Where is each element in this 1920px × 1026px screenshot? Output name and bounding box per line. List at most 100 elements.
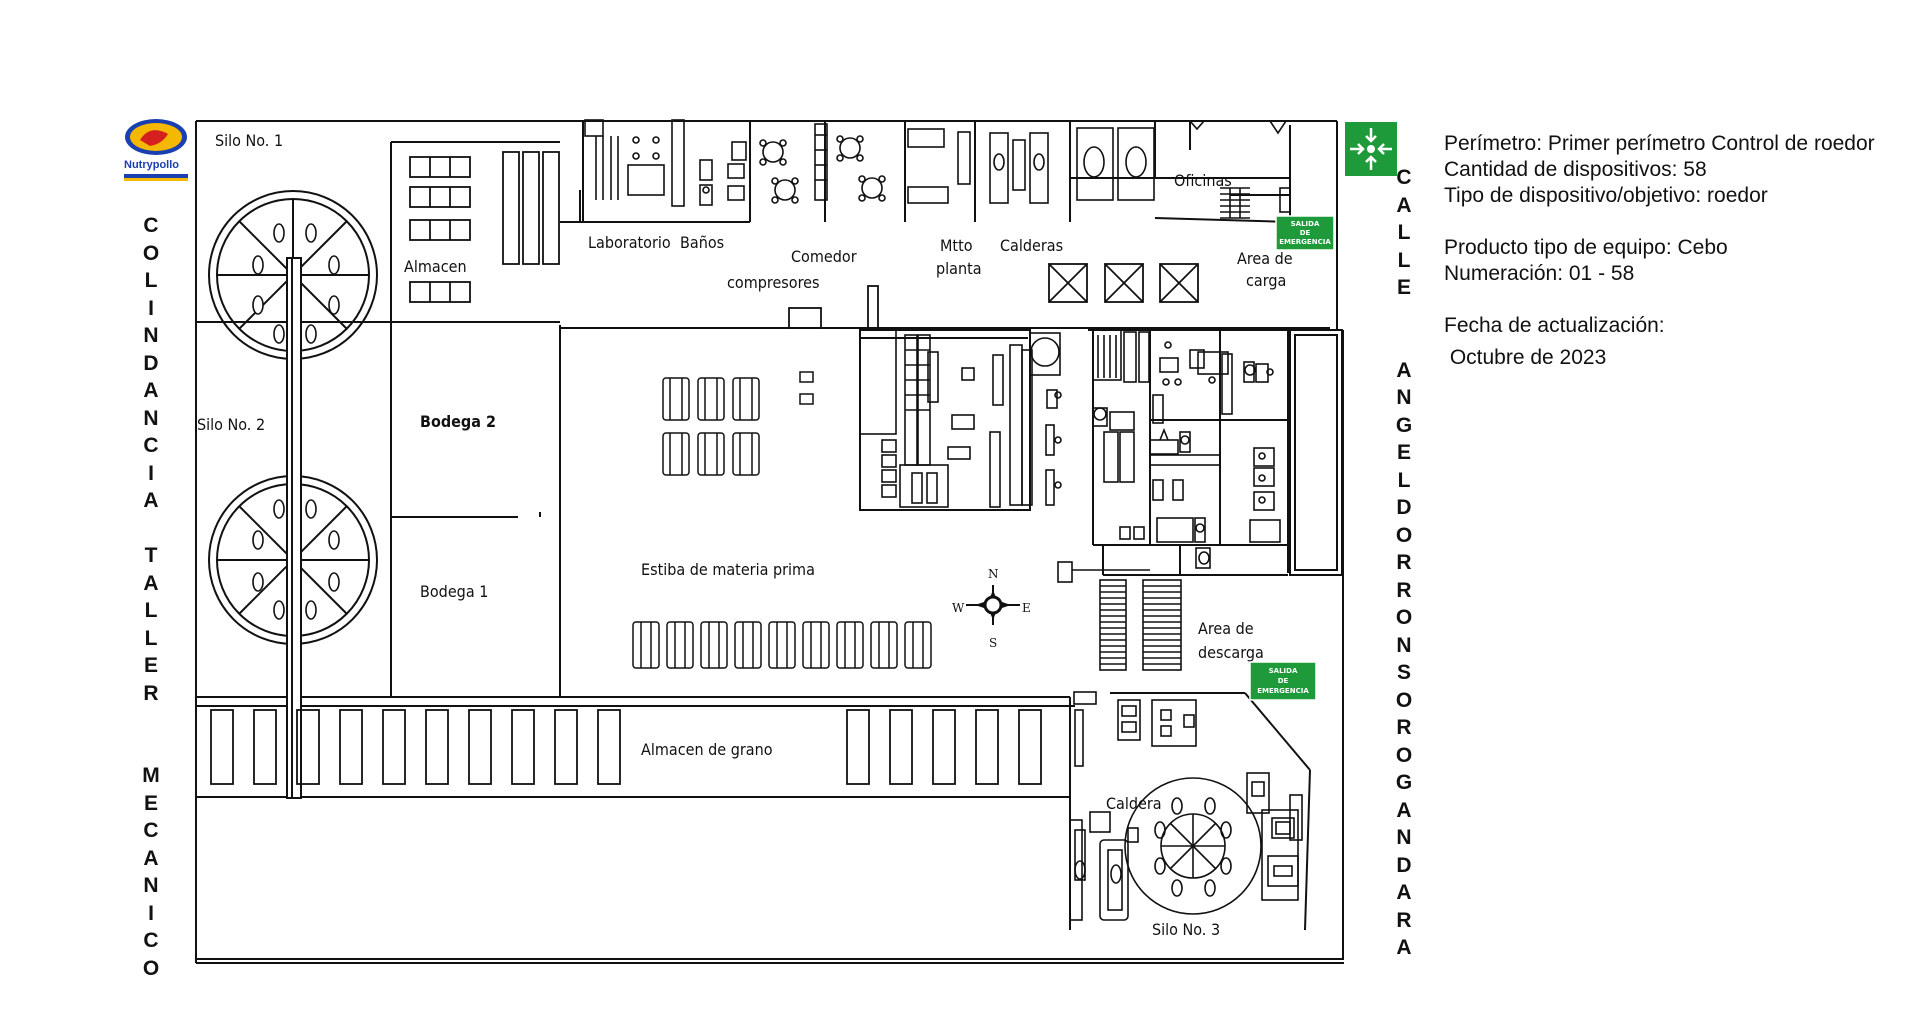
street-letter [1401, 329, 1407, 357]
street-letter: A [143, 571, 159, 595]
street-letter: R [1396, 578, 1412, 602]
label-bodega-1: Bodega 1 [420, 582, 488, 601]
svg-text:DE: DE [1300, 229, 1311, 237]
street-letter: A [1396, 798, 1412, 822]
street-letter: E [1396, 441, 1411, 464]
label-almacen: Almacen [404, 257, 467, 276]
label-silo-2: Silo No. 2 [197, 415, 265, 434]
info-tipo: Tipo de dispositivo/objetivo: roedor [1444, 184, 1768, 207]
street-letter: O [1395, 523, 1413, 547]
street-letter: I [148, 461, 154, 485]
street-letter: L [144, 626, 158, 650]
street-letter: A [1396, 358, 1412, 382]
label-silo-1: Silo No. 1 [215, 131, 283, 150]
street-letter: N [143, 406, 159, 430]
street-letter: O [1395, 743, 1413, 767]
street-letter: I [148, 901, 154, 925]
street-letter: A [1396, 193, 1412, 217]
label-estiba: Estiba de materia prima [641, 560, 815, 579]
street-letter: C [143, 819, 159, 842]
label-almacen-grano: Almacen de grano [641, 740, 773, 759]
street-letter: E [143, 791, 158, 815]
street-letter [148, 515, 154, 543]
compass-e: E [1022, 601, 1031, 615]
street-letter [148, 735, 154, 763]
compass-n: N [988, 567, 999, 581]
label-mtto: Mtto [940, 236, 973, 255]
emergency-exit-sign: SALIDA DE EMERGENCIA [1275, 215, 1335, 251]
label-bodega-2: Bodega 2 [420, 412, 496, 431]
emergency-exit-sign: SALIDA DE EMERGENCIA [1249, 661, 1317, 701]
label-area-carga-1: Area de [1237, 249, 1293, 268]
info-producto: Producto tipo de equipo: Cebo [1444, 236, 1728, 259]
svg-text:EMERGENCIA: EMERGENCIA [1257, 687, 1309, 695]
street-letter: L [144, 599, 158, 622]
label-calderas: Calderas [1000, 236, 1063, 255]
svg-text:SALIDA: SALIDA [1269, 667, 1298, 675]
street-letter: N [143, 324, 159, 347]
street-letter: A [1396, 881, 1412, 904]
label-oficinas: Oficinas [1174, 171, 1232, 190]
street-letter: R [1396, 908, 1412, 932]
label-caldera: Caldera [1106, 794, 1162, 813]
label-silo-3: Silo No. 3 [1152, 920, 1220, 939]
street-letter: R [1396, 716, 1412, 739]
info-numeracion: Numeración: 01 - 58 [1444, 262, 1635, 285]
nutrypollo-logo: Nutrypollo [124, 119, 188, 181]
street-letter: N [1396, 826, 1412, 849]
street-letter: C [143, 434, 159, 457]
street-letter: D [143, 351, 159, 375]
info-perimetro: Perímetro: Primer perímetro Control de r… [1444, 132, 1875, 155]
street-letter: E [143, 654, 158, 677]
street-letter [1401, 302, 1407, 330]
legend-info: Perímetro: Primer perímetro Control de r… [1444, 131, 1875, 371]
info-fecha-valor: Octubre de 2023 [1444, 346, 1607, 369]
street-letter: O [142, 241, 160, 265]
street-letter: O [142, 956, 160, 980]
label-banos: Baños [680, 233, 724, 252]
label-laboratorio: Laboratorio [588, 233, 671, 252]
svg-text:DE: DE [1278, 677, 1289, 685]
street-letter: O [1395, 606, 1413, 629]
street-letter: L [144, 269, 158, 292]
street-letter: N [1396, 633, 1412, 657]
street-letter [148, 707, 154, 735]
street-letter: C [143, 929, 159, 952]
label-comedor: Comedor [791, 247, 857, 266]
compass-s: S [989, 636, 997, 650]
label-area-carga-2: carga [1246, 271, 1286, 290]
label-area-descarga-1: Area de [1198, 619, 1254, 638]
svg-text:SALIDA: SALIDA [1291, 220, 1320, 228]
street-letter: G [1395, 771, 1413, 794]
street-letter: C [1396, 166, 1412, 189]
svg-text:EMERGENCIA: EMERGENCIA [1279, 238, 1331, 246]
compass-icon: N S E W [952, 567, 1031, 650]
assembly-point-icon [1345, 122, 1397, 176]
label-compresores: compresores [727, 273, 820, 292]
street-letter: A [143, 846, 159, 870]
street-letter: S [1396, 661, 1411, 684]
street-letter: M [142, 764, 160, 787]
street-letter: D [1396, 853, 1412, 877]
info-cantidad: Cantidad de dispositivos: 58 [1444, 158, 1707, 181]
street-letter: L [1397, 248, 1411, 272]
street-letter: A [143, 379, 159, 402]
street-letter: T [144, 544, 158, 567]
street-letter: G [1395, 413, 1413, 437]
street-letter: E [1396, 276, 1411, 299]
street-letter: A [1396, 936, 1412, 959]
street-letter: R [1396, 551, 1412, 574]
street-letter: O [1395, 688, 1413, 712]
street-letter: I [148, 296, 154, 320]
street-letter: L [1397, 468, 1411, 492]
street-letter: A [143, 489, 159, 512]
compass-w: W [952, 601, 965, 615]
street-letter: C [143, 214, 159, 237]
street-letter: N [143, 874, 159, 897]
logo-text: Nutrypollo [124, 159, 179, 171]
street-letter: L [1397, 221, 1411, 244]
street-letter: D [1396, 496, 1412, 519]
